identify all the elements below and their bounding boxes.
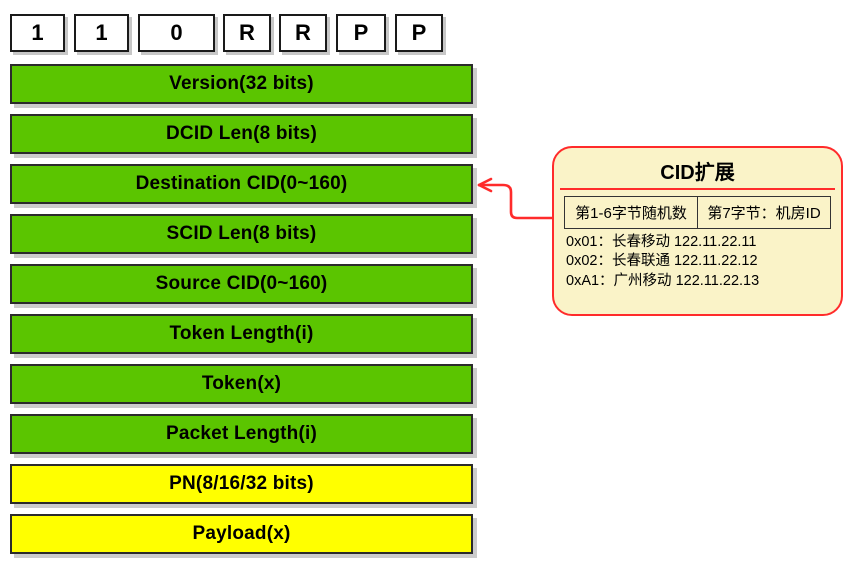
cid-table-cell-room-id: 第7字节：机房ID — [697, 197, 830, 228]
flag-box-3[interactable]: R — [223, 14, 271, 52]
cid-mapping-entry: 0xA1：广州移动 122.11.22.13 — [566, 272, 760, 289]
field-label: Token Length(i) — [169, 323, 314, 344]
field-bar-payload[interactable]: Payload(x) — [10, 514, 473, 554]
cid-table-cell-random-bytes: 第1-6字节随机数 — [575, 205, 687, 222]
field-label: PN(8/16/32 bits) — [169, 473, 314, 494]
flag-box-1[interactable]: 1 — [74, 14, 129, 52]
flag-box-5[interactable]: P — [336, 14, 386, 52]
flag-box-2[interactable]: 0 — [138, 14, 215, 52]
flag-box-6[interactable]: P — [395, 14, 443, 52]
field-bar-dcid-len[interactable]: DCID Len(8 bits) — [10, 114, 473, 154]
flag-box-4[interactable]: R — [279, 14, 327, 52]
field-bar-destination-cid[interactable]: Destination CID(0~160) — [10, 164, 473, 204]
flag-label: P — [411, 20, 427, 45]
field-bar-scid-len[interactable]: SCID Len(8 bits) — [10, 214, 473, 254]
flag-label: 1 — [95, 20, 108, 45]
cid-mapping-list: 0x01：长春移动 122.11.22.11 0x02：长春联通 122.11.… — [566, 233, 841, 291]
field-label: Packet Length(i) — [166, 423, 317, 444]
field-label: DCID Len(8 bits) — [166, 123, 317, 144]
flag-box-0[interactable]: 1 — [10, 14, 65, 52]
cid-mapping-entry: 0x02：长春联通 122.11.22.12 — [566, 253, 758, 270]
callout-title: CID扩展 — [560, 152, 835, 190]
cid-byte-layout-table: 第1-6字节随机数 第7字节：机房ID — [564, 196, 831, 229]
field-label: Version(32 bits) — [169, 73, 314, 94]
field-bar-packet-length[interactable]: Packet Length(i) — [10, 414, 473, 454]
field-label: Source CID(0~160) — [155, 273, 328, 294]
field-bar-source-cid[interactable]: Source CID(0~160) — [10, 264, 473, 304]
field-bar-token[interactable]: Token(x) — [10, 364, 473, 404]
field-bar-pn[interactable]: PN(8/16/32 bits) — [10, 464, 473, 504]
flag-label: 0 — [170, 20, 183, 45]
flag-label: R — [239, 20, 255, 45]
field-label: SCID Len(8 bits) — [166, 223, 317, 244]
field-bar-token-length[interactable]: Token Length(i) — [10, 314, 473, 354]
flag-label: R — [295, 20, 311, 45]
field-label: Payload(x) — [192, 523, 291, 544]
callout-connector-arrow — [477, 177, 557, 220]
flag-label: P — [353, 20, 369, 45]
cid-mapping-entry: 0x01：长春移动 122.11.22.11 — [566, 234, 757, 250]
field-bar-version[interactable]: Version(32 bits) — [10, 64, 473, 104]
field-label: Token(x) — [201, 373, 282, 394]
cid-extension-callout[interactable]: CID扩展 第1-6字节随机数 第7字节：机房ID 0x01：长春移动 122.… — [552, 146, 843, 316]
flag-label: 1 — [31, 20, 44, 45]
field-label: Destination CID(0~160) — [135, 173, 348, 194]
